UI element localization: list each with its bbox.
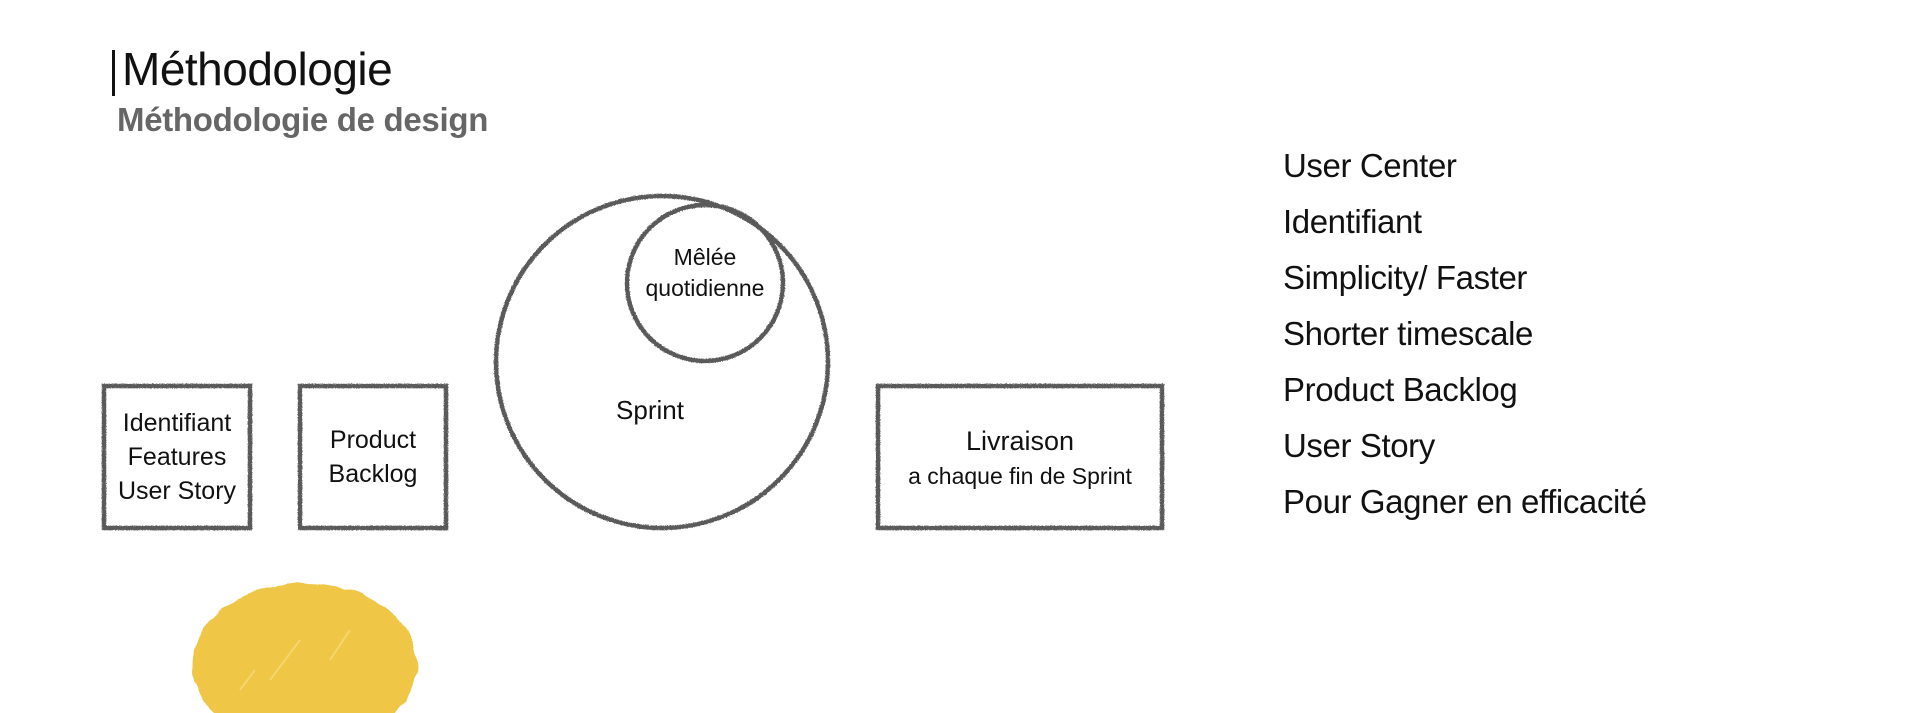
keyword-item: Shorter timescale	[1283, 315, 1533, 352]
title-cursor-bar	[112, 50, 115, 96]
keyword-item: Simplicity/ Faster	[1283, 259, 1528, 296]
delivery-box-outline	[875, 383, 1165, 531]
sprint-circle	[493, 193, 831, 531]
sprint-label: Sprint	[616, 395, 684, 425]
daily-scrum-circle	[624, 202, 786, 364]
yellow-blob-texture	[239, 629, 351, 691]
features-box: Identifiant Features User Story	[104, 386, 250, 528]
backlog-box-line-2: Backlog	[328, 460, 418, 488]
page-title: Méthodologie	[122, 43, 393, 95]
daily-scrum-label: Mêlée quotidienne	[620, 242, 790, 304]
delivery-box: Livraison a chaque fin de Sprint	[878, 386, 1162, 528]
features-box-line-1: Identifiant	[122, 409, 232, 437]
backlog-box-line-1: Product	[329, 426, 417, 454]
delivery-subtitle: a chaque fin de Sprint	[908, 463, 1132, 489]
keyword-list: User Center Identifiant Simplicity/ Fast…	[1283, 138, 1647, 530]
features-box-line-3: User Story	[117, 477, 237, 505]
features-box-line-2: Features	[127, 443, 227, 471]
daily-scrum-line-2: quotidienne	[645, 275, 765, 301]
daily-scrum-line-1: Mêlée	[673, 244, 737, 270]
yellow-blob	[193, 583, 417, 713]
page-subtitle: Méthodologie de design	[117, 101, 489, 138]
delivery-title: Livraison	[965, 426, 1075, 456]
keyword-item: Product Backlog	[1283, 371, 1518, 408]
backlog-box-outline	[297, 383, 449, 531]
keyword-item: Pour Gagner en efficacité	[1283, 483, 1647, 520]
backlog-box: Product Backlog	[300, 386, 446, 528]
keyword-item: User Center	[1283, 147, 1457, 184]
keyword-item: User Story	[1283, 427, 1435, 464]
keyword-item: Identifiant	[1283, 203, 1422, 240]
features-box-outline	[101, 383, 253, 531]
